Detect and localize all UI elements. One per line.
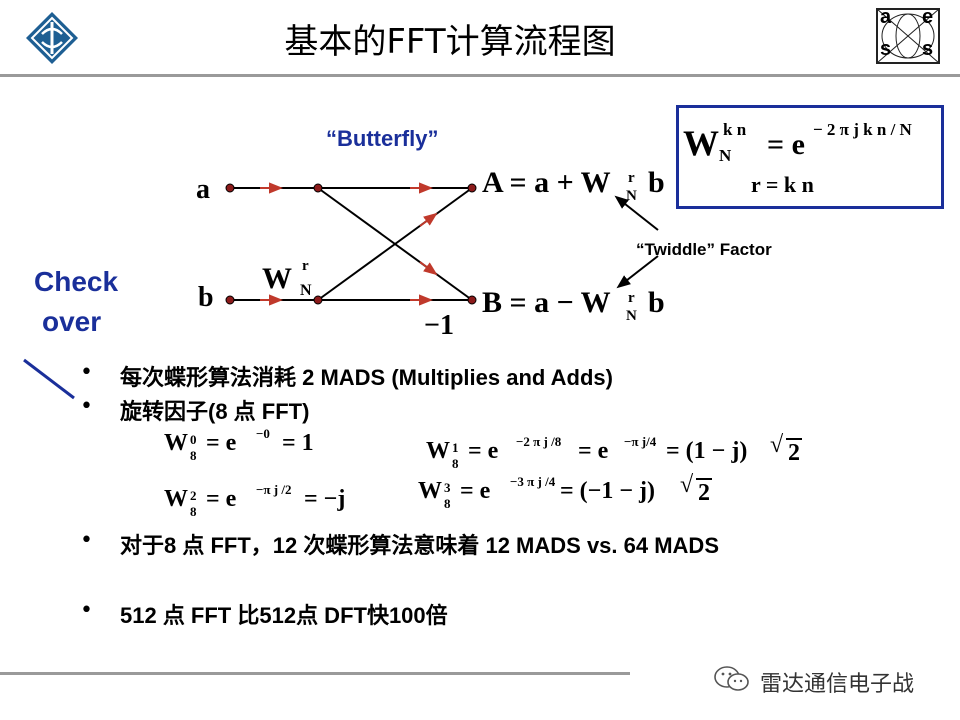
- twiddle-sup: r: [302, 258, 309, 274]
- w3-sqrt-arg: 2: [696, 478, 712, 506]
- twiddle-w3: W 3 8 = e −3 π j /4 = (−1 − j) √ 2: [418, 472, 738, 518]
- w1-tail: = (1 − j): [666, 438, 748, 464]
- output-B-lhs: B = a − W: [482, 286, 611, 319]
- twiddle-sub: N: [300, 282, 312, 299]
- formula-r-equals-kn: r = k n: [751, 172, 814, 197]
- aes-letter-a: a: [880, 6, 892, 28]
- input-b-label: b: [198, 282, 214, 313]
- page-title: 基本的FFT计算流程图: [284, 22, 616, 62]
- w0-rest: = e: [206, 430, 237, 456]
- check-over-line2: over: [42, 306, 102, 337]
- bullet-dot: •: [80, 598, 93, 623]
- w3-sup: 3: [444, 480, 451, 495]
- bullet-text: 每次蝶形算法消耗 2 MADS (Multiplies and Adds): [120, 365, 613, 390]
- bullet-text: 512 点 FFT 比512点 DFT快100倍: [120, 603, 448, 628]
- footer-divider: [0, 672, 630, 675]
- output-B-formula: B = a − W r N b: [482, 286, 682, 330]
- w3-exp: −3 π j /4: [510, 474, 556, 489]
- formula-box: W k n N = e − 2 π j k n / N r = k n: [676, 105, 944, 209]
- twiddle-W: W: [262, 262, 292, 295]
- w3-sub: 8: [444, 496, 451, 511]
- check-over-line1: Check: [34, 266, 119, 297]
- w3-W: W: [418, 478, 442, 504]
- formula-W: W: [683, 123, 719, 163]
- header-divider: [0, 74, 960, 77]
- aes-logo-icon: a e s s: [876, 6, 940, 64]
- bullet-text: 旋转因子(8 点 FFT): [120, 399, 310, 424]
- w0-exp: −0: [256, 426, 270, 441]
- formula-W-sub: N: [719, 146, 732, 165]
- wechat-icon: [712, 664, 752, 694]
- check-over-arrow: [23, 358, 75, 400]
- w2-tail: = −j: [304, 486, 346, 512]
- bullet-dot: •: [80, 528, 93, 553]
- twiddle-pointer-arrows: [614, 195, 659, 289]
- w3-sqrt-icon: √: [680, 472, 694, 498]
- butterfly-diagram: [225, 182, 477, 306]
- twiddle-w2: W 2 8 = e −π j /2 = −j: [164, 482, 374, 526]
- w2-sub: 8: [190, 504, 197, 519]
- watermark-text: 雷达通信电子战: [760, 672, 915, 697]
- output-A-formula: A = a + W r N b: [482, 166, 682, 210]
- output-B-sub: N: [626, 308, 637, 324]
- twiddle-w0: W 0 8 = e −0 = 1: [164, 426, 364, 470]
- w1-mid: = e: [578, 438, 609, 464]
- w0-tail: = 1: [282, 430, 314, 456]
- twiddle-factor-label: “Twiddle” Factor: [636, 240, 772, 259]
- output-B-rhs: b: [648, 286, 665, 319]
- w1-sqrt-arg: 2: [786, 438, 802, 466]
- twiddle-w1: W 1 8 = e −2 π j /8 = e −π j/4 = (1 − j)…: [426, 432, 816, 478]
- ieee-logo-icon: [24, 10, 80, 66]
- output-A-rhs: b: [648, 166, 665, 199]
- w3-rest: = e: [460, 478, 491, 504]
- output-B-sup: r: [628, 290, 635, 306]
- bullet-text: 对于8 点 FFT，12 次蝶形算法意味着 12 MADS vs. 64 MAD…: [120, 533, 719, 558]
- w1-W: W: [426, 438, 450, 464]
- aes-letter-s2: s: [922, 38, 934, 60]
- w2-sup: 2: [190, 488, 197, 503]
- minus-one-label: −1: [424, 310, 454, 341]
- input-a-label: a: [196, 174, 210, 205]
- output-A-lhs: A = a + W: [482, 166, 611, 199]
- aes-letter-e: e: [922, 6, 934, 28]
- w2-rest: = e: [206, 486, 237, 512]
- w1-exp: −2 π j /8: [516, 434, 562, 449]
- butterfly-heading: “Butterfly”: [326, 126, 439, 151]
- w1-rest: = e: [468, 438, 499, 464]
- w2-exp: −π j /2: [256, 482, 292, 497]
- bullet-dot: •: [80, 394, 93, 419]
- w1-sup: 1: [452, 440, 459, 455]
- formula-W-sup: k n: [723, 120, 747, 139]
- w2-W: W: [164, 486, 188, 512]
- w0-sup: 0: [190, 432, 197, 447]
- output-A-sub: N: [626, 188, 637, 204]
- aes-letter-s1: s: [880, 38, 892, 60]
- w1-exp2: −π j/4: [624, 434, 657, 449]
- w3-tail: = (−1 − j): [560, 478, 656, 504]
- formula-exponent: − 2 π j k n / N: [813, 120, 912, 139]
- formula-equals-e: = e: [767, 128, 805, 161]
- output-A-sup: r: [628, 170, 635, 186]
- w1-sqrt-icon: √: [770, 432, 784, 458]
- w0-sub: 8: [190, 448, 197, 463]
- bullet-dot: •: [80, 360, 93, 385]
- w1-sub: 8: [452, 456, 459, 471]
- w0-W: W: [164, 430, 188, 456]
